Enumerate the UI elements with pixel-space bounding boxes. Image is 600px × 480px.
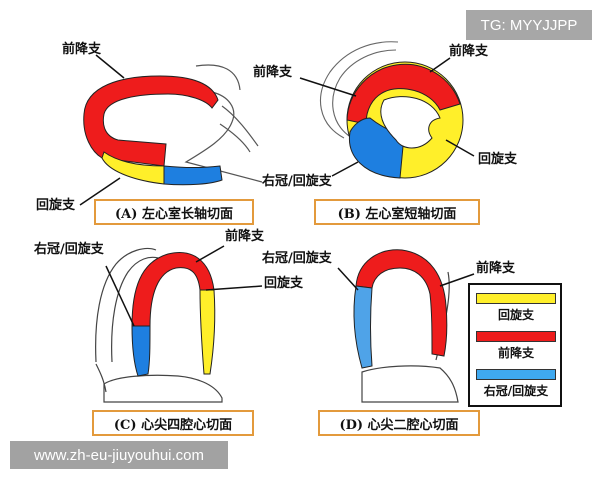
panel-c-label-lad: 前降支 [225,229,265,244]
panel-c-lcx-pointer [205,285,263,291]
panel-b-outline-2 [332,49,397,139]
panel-c-base [103,374,223,403]
panel-b-lad-top-pointer [429,57,451,73]
panel-b-label-rca: 右冠/回旋支 [262,174,332,189]
panel-a-lcx-pointer [79,177,121,206]
panel-a-label-lcx: 回旋支 [36,198,76,213]
panel-b-lad-segment [346,63,461,125]
panel-b-lad-inner-pointer [299,77,357,97]
panel-d-label-rca: 右冠/回旋支 [262,251,332,266]
legend-swatch-lad [476,331,556,342]
legend-label-rca: 右冠/回旋支 [483,384,549,398]
legend-item-rca: 右冠/回旋支 [476,369,556,399]
panel-a-label-lad: 前降支 [62,42,102,57]
panel-d-label-lad: 前降支 [476,261,516,276]
panel-b-lcx-pointer [445,139,475,157]
legend-item-lad: 前降支 [476,331,556,361]
panel-b-label-lcx: 回旋支 [478,152,518,167]
panel-c-outline [95,247,157,363]
panel-d-caption: (D) 心尖二腔心切面 [318,410,480,436]
panel-a-rca-segment [163,165,223,186]
legend-item-lcx: 回旋支 [476,293,556,323]
panel-c-label-lcx: 回旋支 [264,276,304,291]
panel-c-label-rca: 右冠/回旋支 [34,242,104,257]
panel-c-rca-pointer [105,265,135,327]
panel-c-base-curve [95,363,107,393]
panel-b-outline [319,41,399,139]
legend-box: 回旋支 前降支 右冠/回旋支 [468,283,562,407]
panel-b-caption: (B) 左心室短轴切面 [314,199,480,225]
panel-a-outline-2 [219,105,259,153]
panel-b-label-lad-top: 前降支 [449,44,489,59]
watermark-bottom-left: www.zh-eu-jiuyouhui.com [10,441,228,469]
panel-d-heart [337,249,475,403]
panel-c-lad-pointer [195,245,225,263]
panel-a-heart [79,54,263,206]
panel-d-lad-segment [355,249,448,357]
panel-c-rca-segment [131,325,151,377]
panel-d-lad-pointer [439,273,475,287]
panel-c-heart [95,245,263,403]
legend-label-lcx: 回旋支 [497,308,534,322]
legend-swatch-rca [476,369,556,380]
panel-d-base [361,365,459,403]
panel-c-outline-2 [111,256,159,363]
panel-b-lumen [380,96,441,149]
panel-b-heart [299,41,475,179]
watermark-top-right: TG: MYYJJPP [466,10,592,40]
panel-a-lad-segment [83,75,219,167]
panel-a-outline [184,64,263,183]
panel-d-rca-pointer [337,267,359,291]
legend-label-lad: 前降支 [497,346,534,360]
legend-swatch-lcx [476,293,556,304]
panel-d-rca-segment [353,285,373,369]
panel-b-label-lad-inner: 前降支 [253,65,293,80]
panel-b-rca-pointer [331,161,359,177]
panel-a-caption: (A) 左心室长轴切面 [94,199,254,225]
panel-c-lcx-segment [199,289,216,375]
panel-c-caption: (C) 心尖四腔心切面 [92,410,254,436]
panel-a-lad-pointer [95,54,125,79]
